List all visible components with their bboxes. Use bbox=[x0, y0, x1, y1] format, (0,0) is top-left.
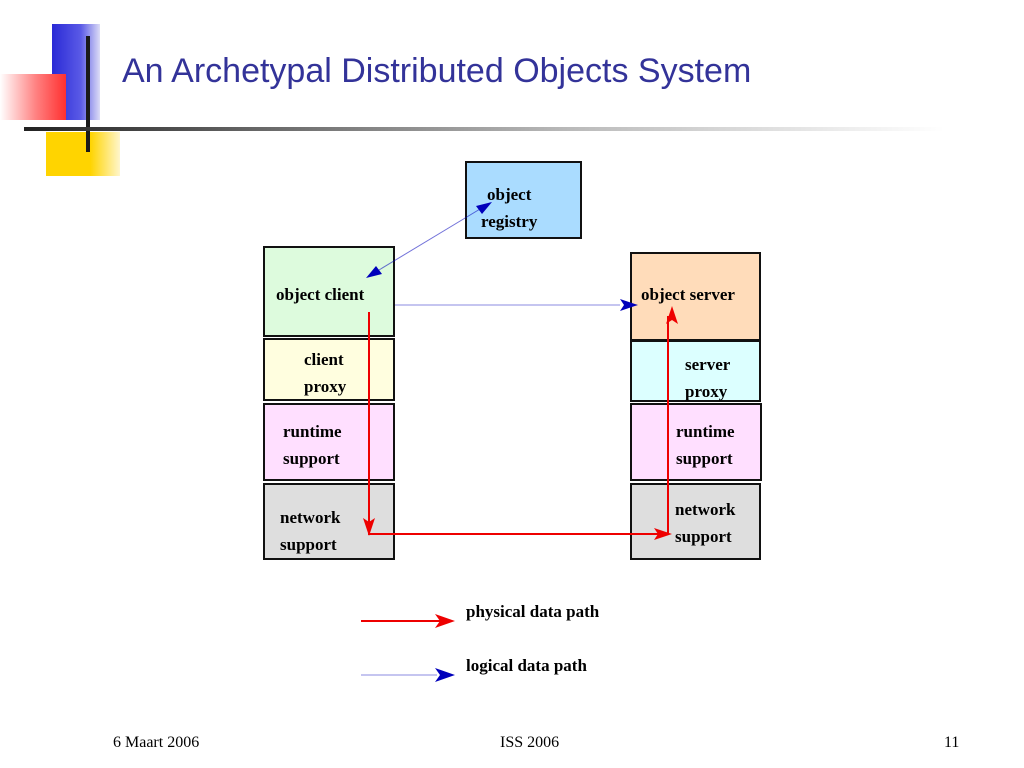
legend-physical-label: physical data path bbox=[466, 602, 600, 621]
client-network-support-label: network support bbox=[280, 508, 341, 554]
client-runtime-support-box: runtime support bbox=[263, 403, 395, 481]
object-registry-label: object registry bbox=[481, 185, 538, 231]
physical-arrowhead-down bbox=[363, 518, 375, 536]
decor-red-block bbox=[0, 74, 66, 120]
footer-page-number: 11 bbox=[944, 734, 960, 751]
decor-vertical-line bbox=[86, 36, 90, 152]
logical-arrowhead-registry bbox=[476, 202, 492, 214]
client-proxy-box: client proxy bbox=[263, 338, 395, 401]
decor-yellow-block bbox=[46, 132, 120, 176]
client-runtime-support-label: runtime support bbox=[283, 422, 342, 468]
title-underline bbox=[24, 127, 944, 131]
slide-title: An Archetypal Distributed Objects System bbox=[122, 52, 752, 90]
server-runtime-support-box: runtime support bbox=[630, 403, 762, 481]
logical-arrowhead-client bbox=[366, 266, 382, 278]
legend-logical-label: logical data path bbox=[466, 656, 587, 675]
server-network-support-box: network support bbox=[630, 483, 761, 560]
object-client-box: object client bbox=[263, 246, 395, 337]
object-server-label: object server bbox=[641, 285, 735, 304]
server-proxy-box: server proxy bbox=[630, 340, 761, 402]
physical-path bbox=[368, 312, 669, 535]
server-network-support-label: network support bbox=[675, 500, 736, 546]
footer-date: 6 Maart 2006 bbox=[113, 734, 200, 751]
logical-path-registry-client bbox=[368, 202, 491, 277]
physical-arrowhead-right bbox=[654, 528, 672, 540]
object-registry-box: object registry bbox=[465, 161, 582, 239]
physical-arrowhead-up bbox=[666, 306, 678, 324]
client-proxy-label: client proxy bbox=[304, 350, 347, 396]
footer-event: ISS 2006 bbox=[500, 734, 560, 751]
legend-logical-arrowhead bbox=[435, 668, 455, 682]
logical-arrowhead-server bbox=[620, 299, 638, 311]
object-server-box: object server bbox=[630, 252, 761, 341]
server-runtime-support-label: runtime support bbox=[676, 422, 735, 468]
object-client-label: object client bbox=[276, 285, 365, 304]
legend-physical-arrowhead bbox=[435, 614, 455, 628]
server-proxy-label: server proxy bbox=[685, 355, 731, 401]
